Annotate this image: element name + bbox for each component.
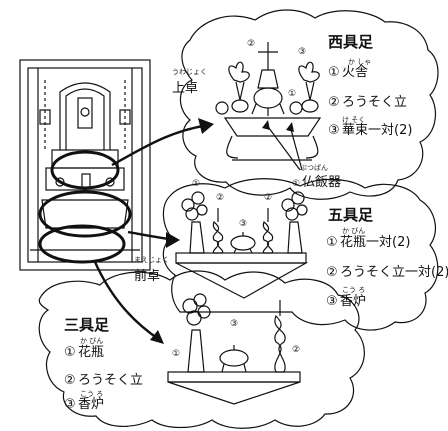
west-shelf-label: 上卓	[172, 81, 198, 96]
west-mark: ①	[288, 89, 296, 99]
five-item-label: 花瓶一対(2)	[340, 234, 410, 250]
three-item-label: 花瓶	[78, 344, 104, 360]
west-title: 西具足	[328, 33, 374, 51]
three-legend: 三具足 か びん ① 花瓶 ② ろうそく立 こう ろ ③ 香炉	[64, 316, 143, 412]
three-mark: ①	[172, 349, 180, 359]
west-item-mark: ②	[328, 95, 340, 110]
five-item-mark: ②	[326, 265, 338, 280]
three-item-mark: ①	[64, 345, 76, 360]
three-item-label: 香炉	[78, 397, 104, 412]
west-shelf-ruby: うわじょく	[172, 68, 207, 76]
five-altar-drawing	[175, 191, 309, 299]
three-item-ruby: こう ろ	[80, 390, 103, 398]
five-item-ruby: こう ろ	[342, 286, 365, 294]
cloud-middle	[162, 178, 439, 331]
west-mark: ②	[247, 39, 255, 49]
west-altar-drawing	[215, 42, 322, 171]
cloud-bottom	[38, 270, 365, 429]
three-item-label: ろうそく立	[78, 373, 143, 388]
west-item-mark: ①	[328, 65, 340, 80]
three-item-mark: ②	[64, 373, 76, 388]
west-extra-label: 仏飯器	[302, 175, 341, 190]
west-legend: 西具足 か しゃ ① 火舎 ② ろうそく立 け そく ③ 華束一対(2) ぶつぱ…	[300, 33, 412, 190]
three-item-ruby: か びん	[80, 337, 103, 345]
three-item-mark: ③	[64, 397, 76, 412]
five-mark: ②	[216, 193, 224, 203]
five-title: 五具足	[328, 206, 374, 224]
three-mark: ③	[230, 319, 238, 329]
west-item-mark: ③	[328, 123, 340, 138]
west-item-label: 火舎	[342, 65, 368, 80]
five-circle-marks: ① ② ③ ② ①	[192, 179, 300, 229]
three-mark: ②	[292, 345, 300, 355]
five-item-label: 香炉	[340, 294, 366, 309]
five-item-ruby: か びん	[342, 227, 365, 235]
west-item-label: 華束一対(2)	[342, 123, 412, 138]
arrow-to-west	[111, 123, 211, 167]
five-item-mark: ①	[326, 235, 338, 250]
five-mark: ①	[292, 179, 300, 189]
five-mark: ③	[239, 219, 247, 229]
three-title: 三具足	[64, 316, 110, 334]
butsudan-altar	[19, 59, 151, 271]
three-circle-marks: ① ③ ②	[172, 319, 300, 359]
west-extra-ruby: ぶつぱん	[300, 164, 328, 172]
five-mark: ①	[192, 179, 200, 189]
west-item-ruby: け そく	[342, 116, 365, 124]
five-mark: ②	[264, 193, 272, 203]
west-item-ruby: か しゃ	[348, 58, 371, 66]
five-shelf-ruby: まえじょく	[134, 256, 169, 264]
west-mark: ③	[298, 47, 306, 57]
west-item-label: ろうそく立	[342, 95, 407, 110]
five-item-label: ろうそく立一対(2)	[340, 265, 448, 280]
cloud-top-right	[179, 9, 439, 200]
west-circle-marks: ② ③ ①	[247, 39, 306, 99]
arrow-to-three	[93, 261, 161, 341]
five-shelf-label: 前卓	[134, 268, 160, 284]
five-item-mark: ③	[326, 294, 338, 309]
five-legend: 五具足 か びん ① 花瓶一対(2) ② ろうそく立一対(2) こう ろ ③ 香…	[326, 206, 448, 309]
three-altar-drawing	[167, 293, 301, 405]
